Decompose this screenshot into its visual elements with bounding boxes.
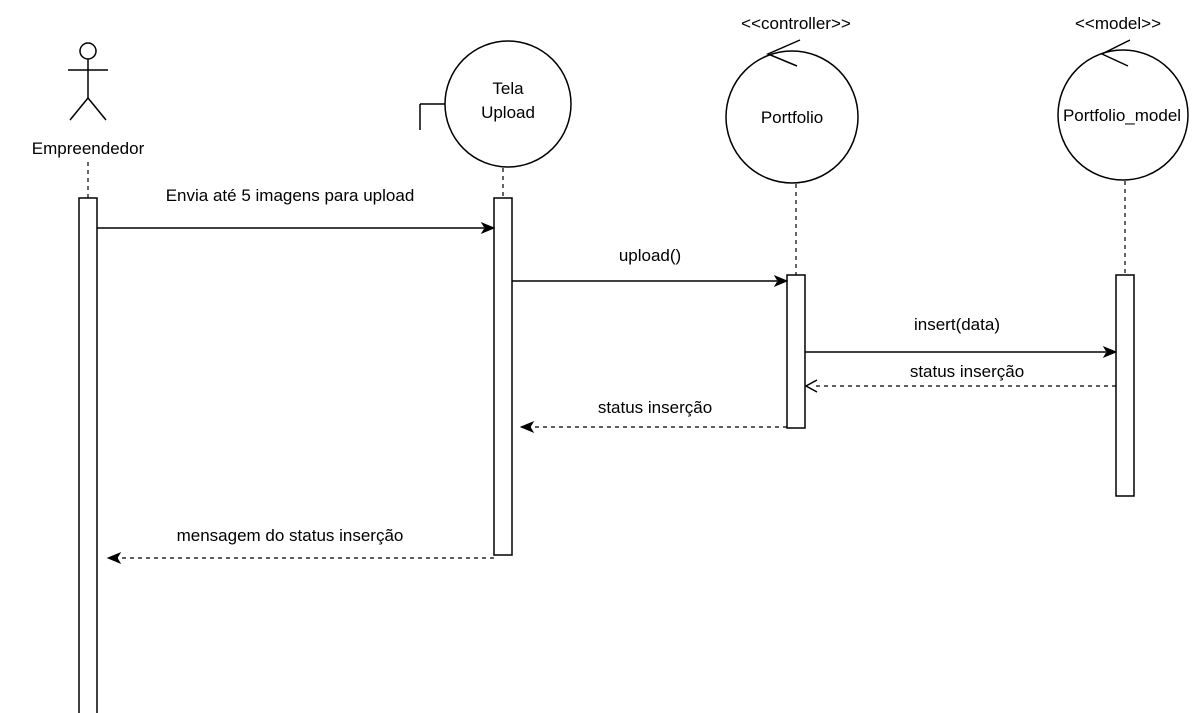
controller-stereotype: <<controller>> — [741, 14, 851, 33]
model-stereotype: <<model>> — [1075, 14, 1161, 33]
boundary-label-line2: Upload — [481, 103, 535, 122]
message-label-m1: Envia até 5 imagens para upload — [166, 186, 415, 205]
actor-activation-bar — [78, 197, 98, 713]
model-activation-bar — [1115, 274, 1135, 497]
message-label-m2: upload() — [619, 246, 681, 265]
control-icon — [725, 39, 859, 184]
controller-label: Portfolio — [761, 108, 823, 127]
arrowhead-m4 — [804, 379, 818, 393]
boundary-icon — [419, 40, 572, 168]
controller-activation-bar — [786, 274, 806, 429]
actor-label: Empreendedor — [32, 139, 145, 158]
arrowhead-m2 — [773, 274, 789, 288]
entity-control-icon — [1057, 39, 1189, 181]
arrowhead-m3 — [1102, 345, 1118, 359]
arrowhead-m6 — [106, 551, 122, 565]
actor-icon — [68, 42, 108, 121]
message-label-m6: mensagem do status inserção — [177, 526, 404, 545]
arrowhead-m1 — [480, 221, 496, 235]
message-label-m5: status inserção — [598, 398, 712, 417]
message-label-m4: status inserção — [910, 362, 1024, 381]
model-label: Portfolio_model — [1063, 106, 1181, 125]
message-label-m3: insert(data) — [914, 315, 1000, 334]
arrowhead-m5 — [519, 420, 535, 434]
boundary-label-line1: Tela — [492, 79, 524, 98]
boundary-activation-bar — [493, 197, 513, 556]
